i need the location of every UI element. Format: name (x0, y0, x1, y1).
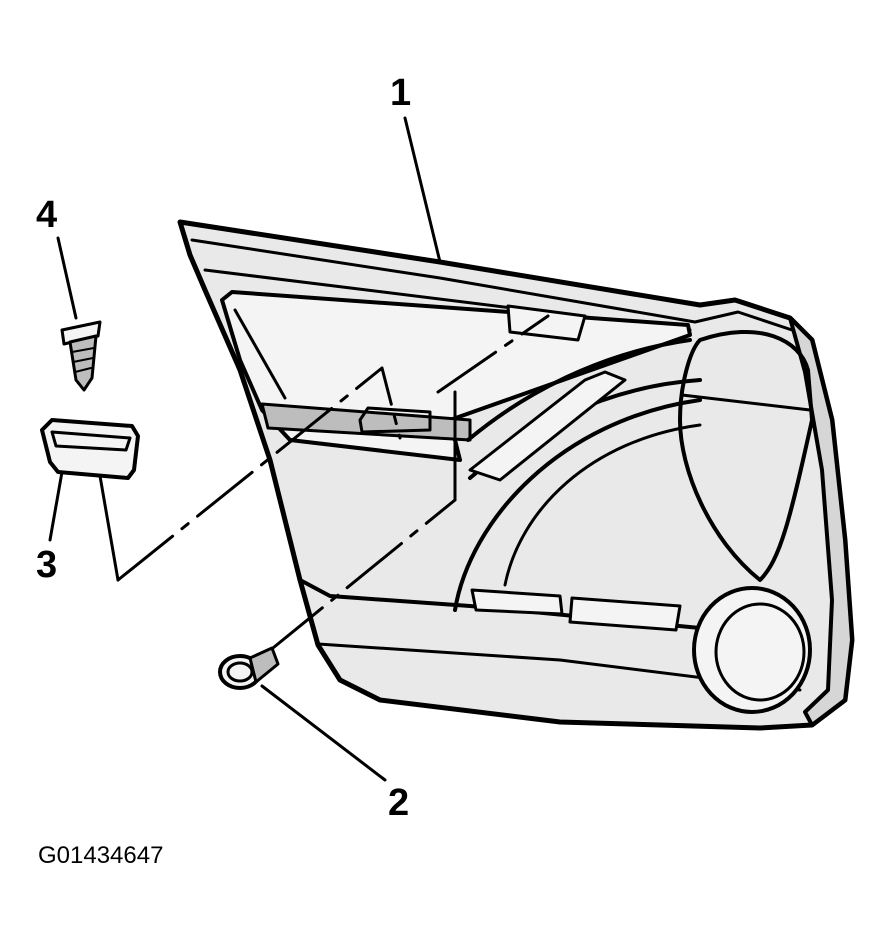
handle-cup (40, 418, 140, 480)
callout-part-4: 4 (36, 194, 58, 236)
screw-fastener (60, 320, 102, 392)
leader-lines (48, 116, 442, 782)
push-pin-retainer (218, 646, 280, 690)
callout-part-1: 1 (390, 72, 412, 114)
figure-code: G01434647 (38, 842, 164, 869)
door-trim-panel (177, 219, 855, 731)
callout-part-3: 3 (36, 544, 58, 586)
callout-part-2: 2 (388, 782, 410, 824)
alignment-lines (98, 314, 550, 654)
